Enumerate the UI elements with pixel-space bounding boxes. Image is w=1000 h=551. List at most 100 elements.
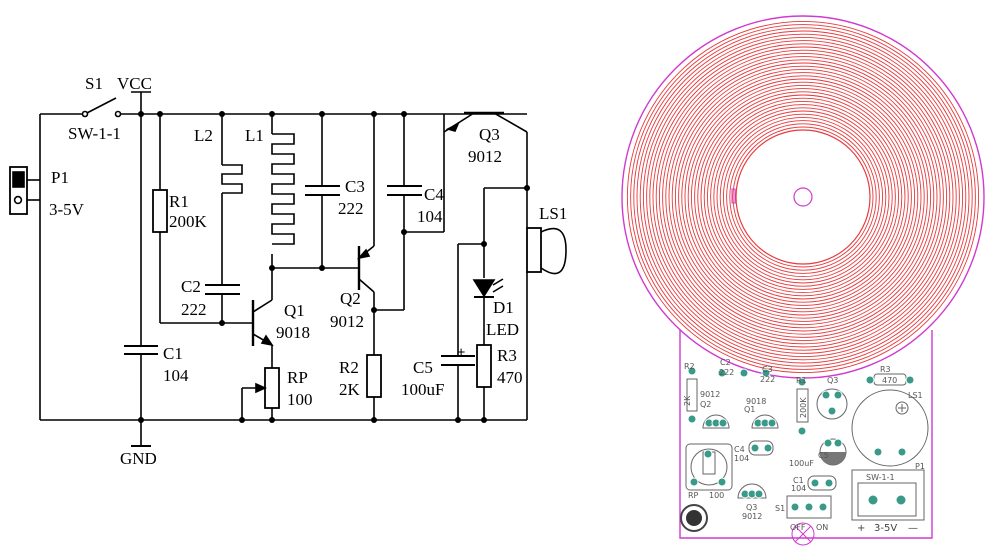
pcb-q2-outline [702, 414, 730, 429]
coil-turn [639, 33, 967, 361]
resistor-r3-body [476, 344, 492, 388]
transistor-q3-ref: Q3 [479, 125, 500, 144]
transistor-q2-value: 9012 [330, 312, 364, 331]
induction-coil [626, 20, 980, 374]
capacitor-c5-value: 100uF [401, 380, 444, 399]
coil-turn [697, 91, 909, 303]
inductor-l1-ref: L1 [245, 126, 264, 145]
coil-turn [684, 78, 922, 316]
pcb-c5-value: 100uF [789, 459, 814, 468]
pcb-rp-value: 100 [709, 491, 724, 500]
coil-turn [687, 81, 919, 313]
pcb-off-label: OFF [790, 523, 806, 532]
coil-turn [706, 100, 900, 294]
pcb-volt-label: 3-5V [874, 523, 897, 534]
coil-center-hole [793, 187, 813, 207]
pcb-c2-ref: C2 [720, 358, 731, 367]
transistor-q3-value: 9012 [468, 147, 502, 166]
capacitor-c4-ref: C4 [424, 185, 444, 204]
capacitor-c1-value: 104 [163, 366, 189, 385]
capacitor-c2-value: 222 [181, 300, 207, 319]
coil-turn [636, 30, 970, 364]
inductor-l2-coil [221, 164, 243, 194]
capacitor-c1-ref: C1 [163, 344, 183, 363]
capacitor-c4-value: 104 [417, 207, 443, 226]
pcb-outline [679, 330, 933, 539]
speaker-ls1-ref: LS1 [539, 204, 567, 223]
pcb-r3-ref: R3 [880, 365, 891, 374]
pcb-q1-value: 9018 [746, 397, 766, 406]
led-d1-symbol [472, 279, 496, 298]
pcb-ls1-ref: LS1 [908, 391, 923, 400]
pcb-c3-value: 222 [760, 375, 775, 384]
connector-p1-body [9, 166, 28, 215]
resistor-r2-ref: R2 [339, 358, 359, 377]
pcb-q2-value: 9012 [700, 390, 720, 399]
coil-turn [633, 27, 973, 367]
pcb-r1-value: 200K [799, 397, 808, 418]
pcb-rp-ref: RP [688, 491, 699, 500]
speaker-ls1-body [526, 227, 542, 273]
coil-turn [674, 68, 932, 326]
pcb-c1-value: 104 [791, 484, 806, 493]
coil-turn [681, 75, 925, 319]
coil-turn [710, 104, 896, 290]
coil-turn [642, 36, 964, 358]
pcb-r3-value: 470 [882, 376, 897, 385]
pcb-c2-value: 222 [719, 368, 734, 377]
coil-turn [665, 59, 941, 335]
pcb-plus-label: + [857, 523, 865, 534]
transistor-q2-ref: Q2 [340, 289, 361, 308]
pcb-q3-ref: Q3 [827, 376, 838, 385]
pcb-r2-ref: R2 [684, 362, 695, 371]
pcb-q3b-value: 9012 [742, 512, 762, 521]
resistor-r1-ref: R1 [169, 192, 189, 211]
speaker-ls1-cone [540, 227, 567, 275]
capacitor-c3-ref: C3 [345, 177, 365, 196]
capacitor-c5-ref: C5 [413, 358, 433, 377]
coil-turn [655, 49, 951, 345]
coil-turn [649, 43, 957, 351]
coil-turn [694, 88, 912, 306]
resistor-r1-value: 200K [169, 212, 208, 231]
coil-turn [703, 97, 903, 297]
connector-p1-ref: P1 [51, 168, 69, 187]
schematic [9, 91, 567, 447]
pcb-c4-ref: C4 [734, 445, 745, 454]
coil-turn [732, 126, 874, 268]
transistor-q1-ref: Q1 [284, 301, 305, 320]
inductor-l2-ref: L2 [194, 126, 213, 145]
pcb-c4-value: 104 [734, 454, 749, 463]
connector-p1-value: 3-5V [49, 200, 85, 219]
pcb-q1-ref: Q1 [744, 405, 755, 414]
pcb-layout: R2 2K C2 222 C3 222 R1 200K 9012 Q2 9018… [621, 15, 985, 546]
pcb-c5-polarity-mark [820, 452, 846, 465]
coil-turn [726, 120, 880, 274]
pcb-r1-ref: R1 [796, 376, 807, 385]
schematic-labels: S1 VCC SW-1-1 P1 3-5V R1 200K L2 L1 C2 2… [49, 74, 567, 468]
coil-turn [652, 46, 954, 348]
vcc-label: VCC [117, 74, 152, 93]
pcb-q2-ref: Q2 [700, 400, 711, 409]
pcb-c1-ref: C1 [793, 476, 804, 485]
pcb-on-label: ON [816, 523, 828, 532]
pcb-c5-ref: C5 [818, 451, 829, 460]
pcb-q1-outline [751, 414, 779, 429]
transistor-q1-value: 9018 [276, 323, 310, 342]
switch-s1-type: SW-1-1 [68, 124, 121, 143]
inductor-l1-coil [271, 133, 295, 245]
coil-turn [678, 72, 928, 322]
coil-turn [662, 56, 944, 338]
coil-turn [646, 40, 960, 354]
coil-turn [716, 110, 890, 284]
switch-s1-lever [84, 97, 117, 115]
gnd-label: GND [120, 449, 157, 468]
pcb-r2-value: 2K [683, 395, 692, 406]
switch-s1-ref: S1 [85, 74, 103, 93]
resistor-r1-body [152, 189, 168, 233]
coil-turn [729, 123, 877, 271]
coil-turn [671, 65, 935, 329]
led-d1-ref: D1 [493, 298, 514, 317]
